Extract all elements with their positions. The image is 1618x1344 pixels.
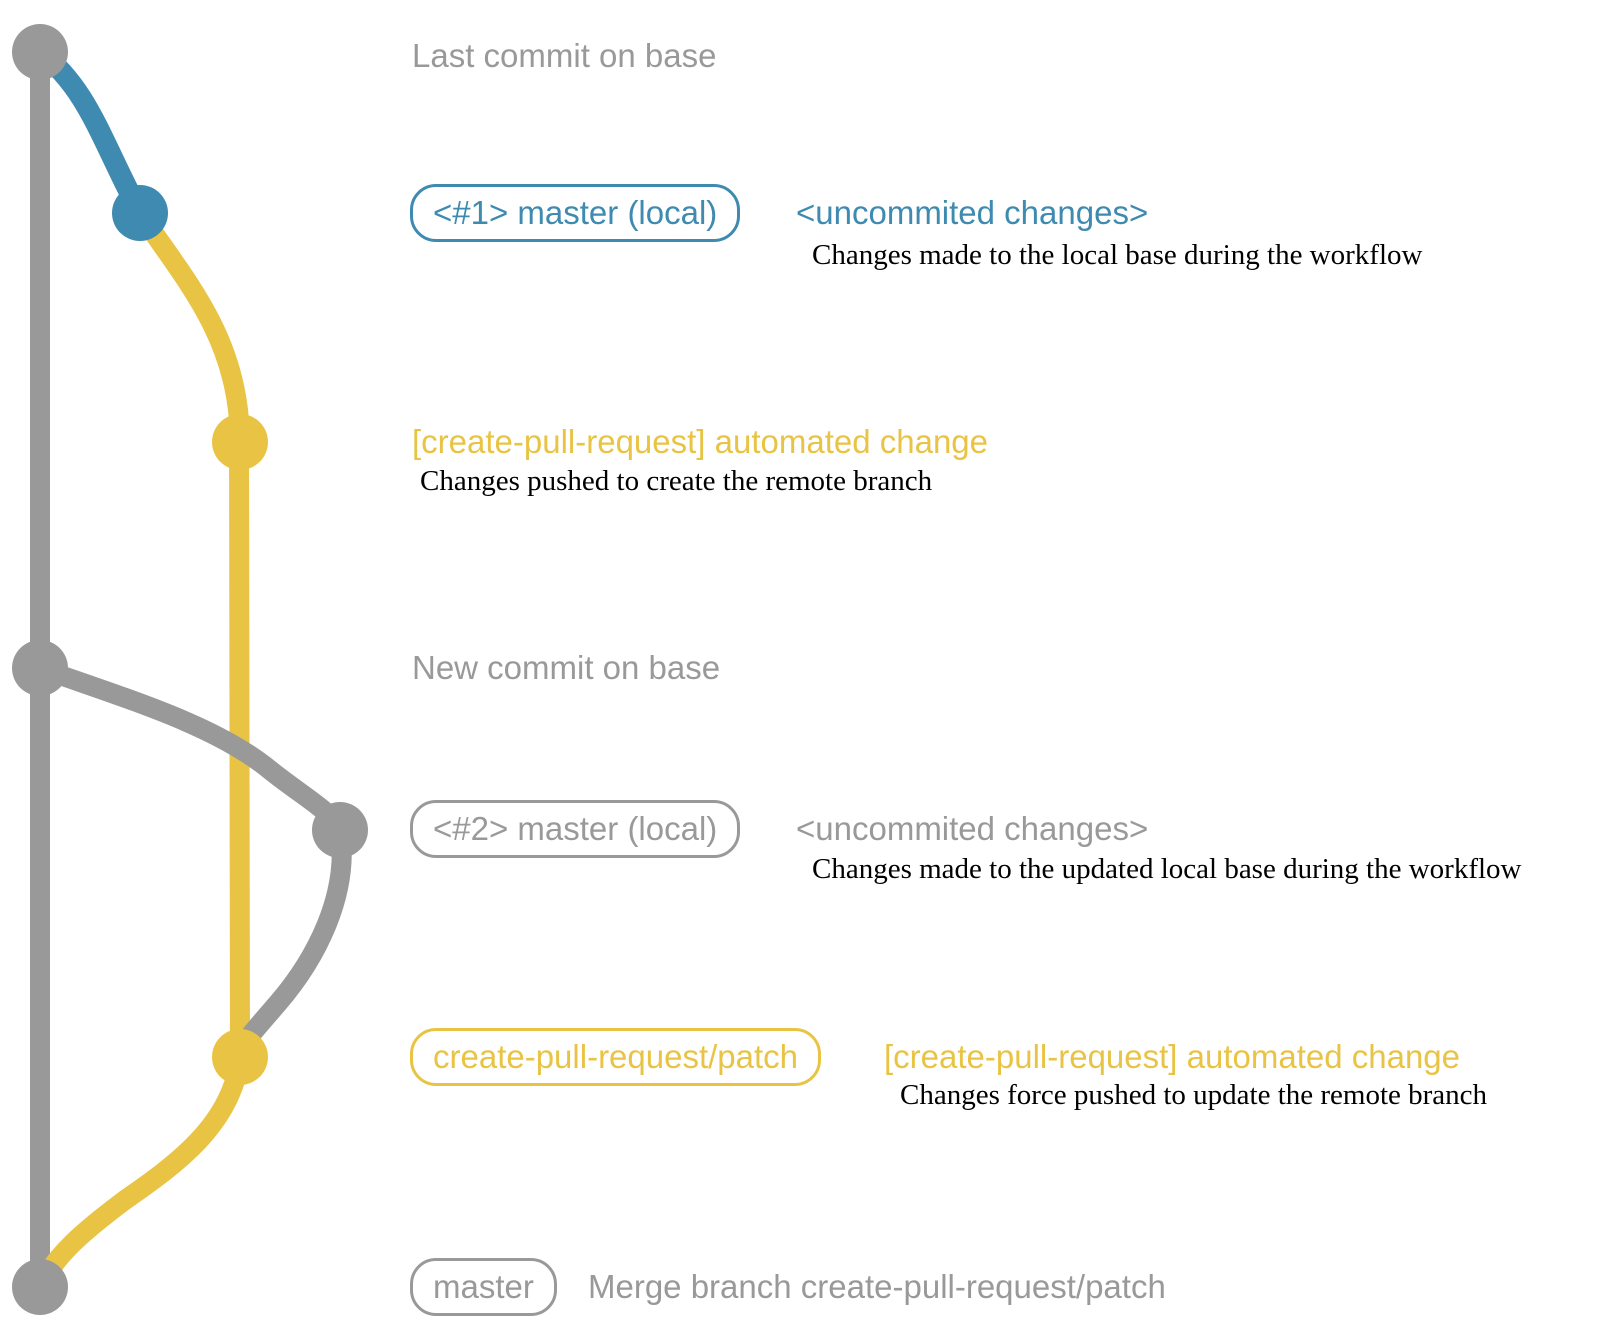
force-push-curve (230, 820, 352, 1067)
commit-dot-remote-1 (212, 414, 268, 470)
description-local-changes-1: Changes made to the local base during th… (812, 239, 1423, 271)
local-change-curve (29, 41, 151, 224)
description-push-create-remote: Changes pushed to create the remote bran… (420, 465, 933, 497)
merge-curve (30, 1047, 250, 1297)
commit-dot-last-base (12, 24, 68, 80)
description-local-changes-2: Changes made to the updated local base d… (812, 853, 1522, 885)
annotation-uncommited-changes-1: <uncommited changes> (796, 194, 1149, 231)
commit-dot-merge (12, 1259, 68, 1315)
badge-master-local-2: <#2> master (local) (410, 800, 741, 858)
label-automated-change-1: [create-pull-request] automated change (412, 423, 989, 460)
commit-dot-local-2 (312, 802, 368, 858)
base-update-curve (30, 658, 350, 840)
label-merge-branch: Merge branch create-pull-request/patch (588, 1268, 1166, 1305)
label-new-commit-on-base: New commit on base (412, 649, 721, 686)
badge-create-pull-request-patch: create-pull-request/patch (410, 1028, 822, 1086)
commit-dot-remote-2 (212, 1029, 268, 1085)
badge-master-local-1: <#1> master (local) (410, 184, 741, 242)
commit-dot-new-base (12, 640, 68, 696)
annotation-uncommited-changes-2: <uncommited changes> (796, 810, 1149, 847)
label-last-commit-on-base: Last commit on base (412, 37, 717, 74)
commit-dot-local-1 (112, 185, 168, 241)
remote-branch-line (130, 203, 250, 1067)
description-force-push-update: Changes force pushed to update the remot… (900, 1079, 1488, 1111)
label-automated-change-2: [create-pull-request] automated change (884, 1038, 1461, 1075)
badge-master: master (410, 1258, 557, 1316)
